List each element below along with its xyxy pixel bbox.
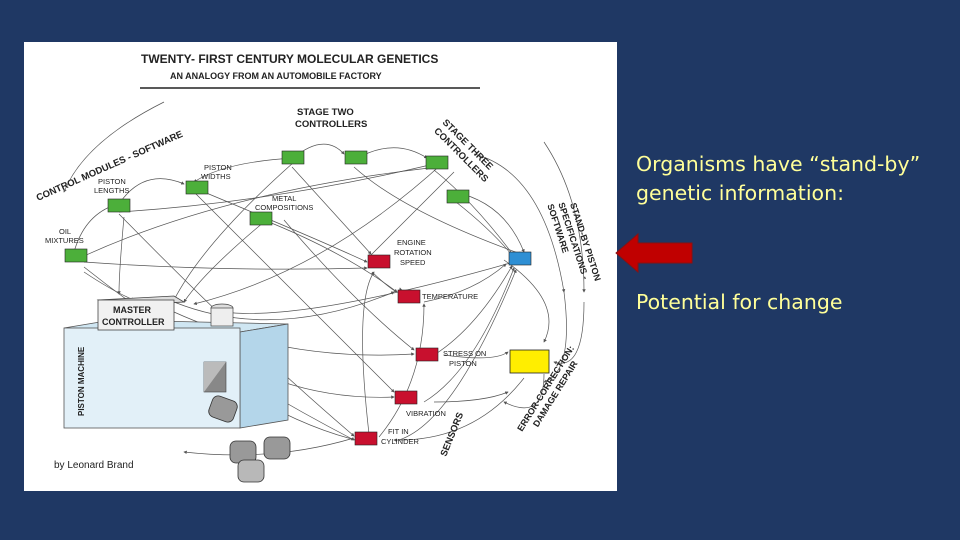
label-metal-compositions: METAL COMPOSITIONS: [255, 194, 313, 212]
label-piston-widths: PISTON WIDTHS: [201, 163, 234, 181]
green-box-stage2-2: [344, 150, 368, 165]
label-stress-on-piston: STRESS ON PISTON: [443, 349, 488, 368]
green-box-oil-mixtures: [64, 248, 88, 263]
label-master-controller: MASTER CONTROLLER: [102, 305, 165, 327]
diagram-title: TWENTY- FIRST CENTURY MOLECULAR GENETICS: [141, 52, 438, 66]
diagram-subtitle: AN ANALOGY FROM AN AUTOMOBILE FACTORY: [170, 71, 382, 81]
green-box-piston-widths: [185, 180, 209, 195]
red-box-vibration: [394, 390, 418, 405]
red-box-stress: [415, 347, 439, 362]
label-engine-rotation-speed: ENGINE ROTATION SPEED: [394, 238, 434, 267]
label-stage-three: STAGE THREE CONTROLLERS: [431, 117, 498, 184]
green-box-piston-lengths: [107, 198, 131, 213]
red-left-arrow: [615, 232, 693, 274]
genetics-factory-diagram: TWENTY- FIRST CENTURY MOLECULAR GENETICS…: [24, 42, 617, 491]
label-standby: STAND-BY PISTON SPECIFICATIONS - SOFTWAR…: [545, 196, 603, 292]
master-controller: [96, 295, 234, 331]
piston-machine: [63, 319, 289, 429]
label-oil-mixtures: OIL MIXTURES: [45, 227, 84, 245]
label-temperature: TEMPERATURE: [422, 292, 478, 301]
label-piston-machine: PISTON MACHINE: [77, 346, 86, 416]
red-box-engine-rotation: [367, 254, 391, 269]
red-box-temperature: [397, 289, 421, 304]
green-box-metal-compositions: [249, 211, 273, 226]
standby-statement: Organisms have “stand-by” genetic inform…: [636, 152, 921, 205]
blue-box-standby: [508, 251, 532, 266]
label-stage-two: STAGE TWO CONTROLLERS: [295, 107, 367, 130]
yellow-box-error-correction: [509, 349, 550, 374]
label-vibration: VIBRATION: [406, 409, 446, 418]
green-box-stage2-1: [281, 150, 305, 165]
label-piston-lengths: PISTON LENGTHS: [94, 177, 129, 195]
green-box-stage3-2: [446, 189, 470, 204]
label-fit-in-cylinder: FIT IN CYLINDER: [381, 427, 420, 446]
pistons-illustration: [208, 395, 291, 483]
diagram-credit: by Leonard Brand: [54, 460, 134, 471]
diagram-svg: TWENTY- FIRST CENTURY MOLECULAR GENETICS…: [35, 52, 603, 483]
green-box-stage3-1: [425, 155, 449, 170]
red-box-fit-in-cylinder: [354, 431, 378, 446]
potential-for-change: Potential for change: [636, 290, 843, 314]
